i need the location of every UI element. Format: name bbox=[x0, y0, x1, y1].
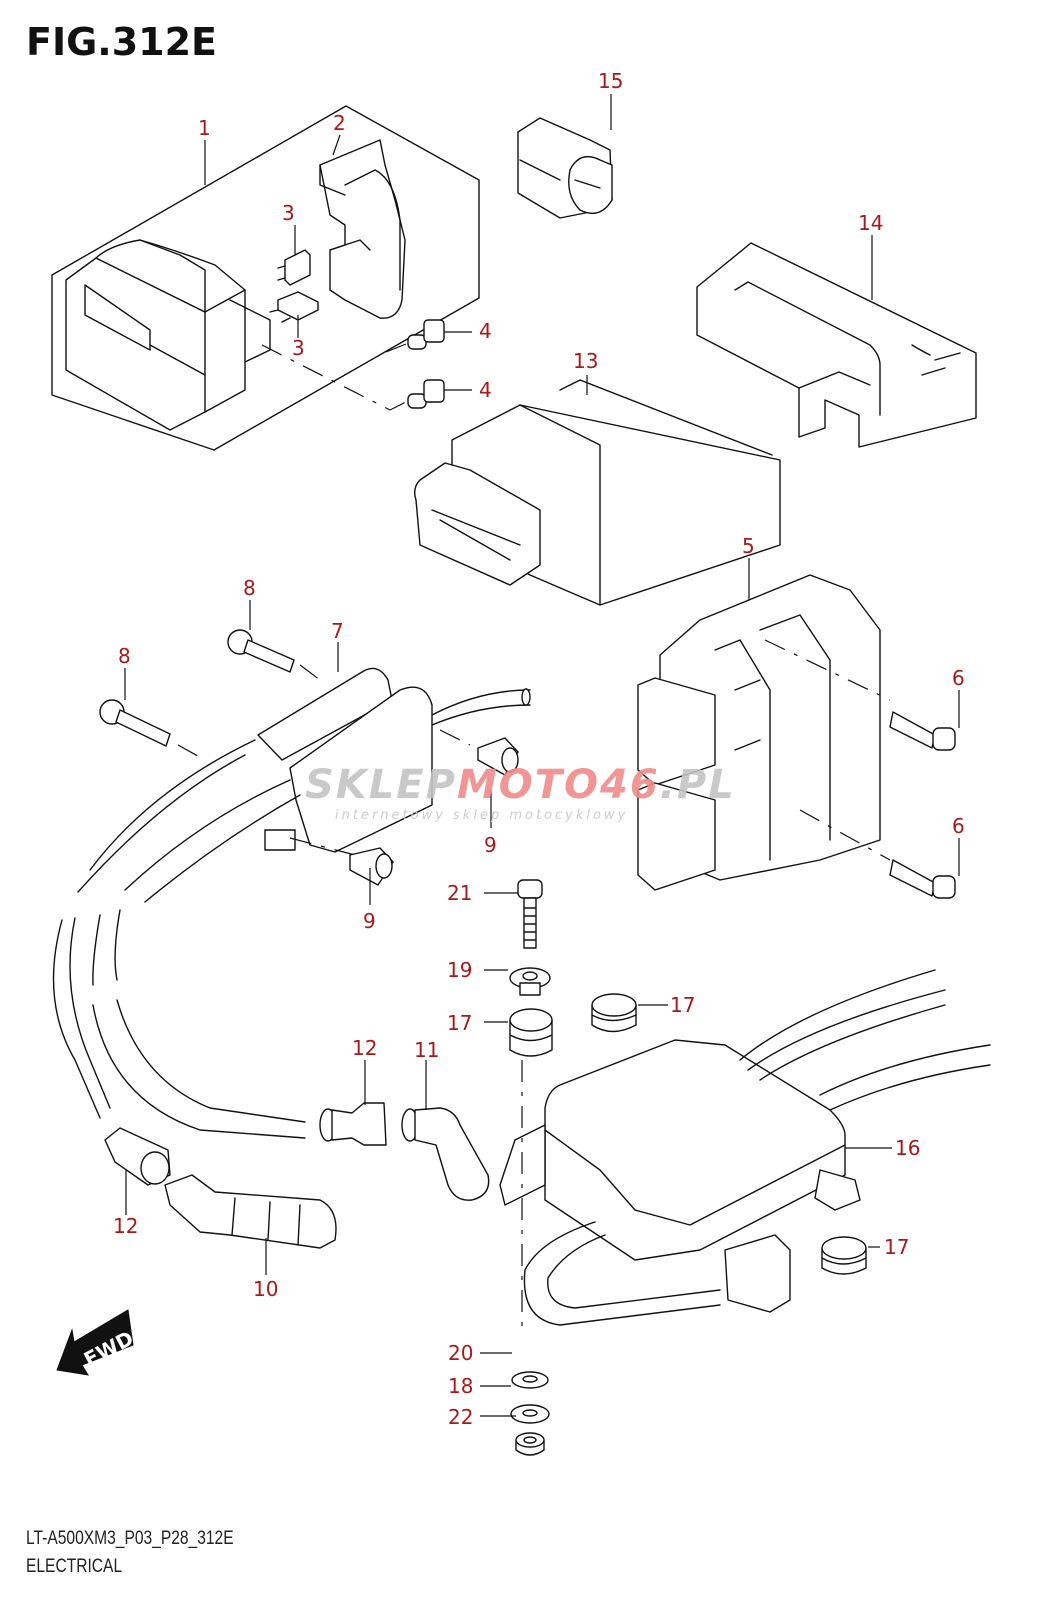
figure-code: LT-A500XM3_P03_P28_312E bbox=[26, 1528, 234, 1549]
part-8-bolt-left[interactable] bbox=[99, 699, 206, 761]
callout-4-upper: 4 bbox=[479, 319, 492, 343]
part-20-washer[interactable] bbox=[511, 1371, 549, 1389]
callout-17-lower: 17 bbox=[884, 1235, 909, 1259]
forward-arrow-icon bbox=[56, 1309, 134, 1376]
part-4-bolt-upper[interactable] bbox=[385, 319, 445, 353]
callout-5: 5 bbox=[742, 534, 755, 558]
watermark-brand-red: MOTO46 bbox=[457, 762, 660, 808]
callout-2: 2 bbox=[333, 111, 346, 135]
part-10-plug-cap[interactable] bbox=[164, 1174, 337, 1249]
part-22-nut[interactable] bbox=[515, 1432, 545, 1456]
callout-9-right: 9 bbox=[484, 833, 497, 857]
callout-15: 15 bbox=[598, 69, 623, 93]
callout-18: 18 bbox=[448, 1374, 473, 1398]
part-17-grommet-upper[interactable] bbox=[591, 993, 637, 1033]
callout-6-lower: 6 bbox=[952, 814, 965, 838]
part-16-control-unit[interactable] bbox=[499, 969, 991, 1330]
callout-3-lower: 3 bbox=[292, 336, 305, 360]
part-15-connector[interactable] bbox=[517, 117, 613, 219]
figure-title: FIG.312E bbox=[26, 20, 218, 64]
callout-14: 14 bbox=[858, 211, 883, 235]
callout-8-upper: 8 bbox=[243, 576, 256, 600]
part-6-bolt-lower[interactable] bbox=[889, 859, 956, 899]
callout-7: 7 bbox=[331, 619, 344, 643]
watermark-brand-suffix: .PL bbox=[660, 762, 736, 808]
part-9-sleeve-left[interactable] bbox=[349, 847, 394, 886]
part-2-relay-cover[interactable] bbox=[319, 139, 406, 319]
part-3-fuse-upper[interactable] bbox=[277, 249, 311, 286]
part-21-bolt[interactable] bbox=[517, 879, 543, 949]
part-1-relay-assembly[interactable] bbox=[51, 105, 480, 451]
callout-11: 11 bbox=[414, 1038, 439, 1062]
part-4-bolt-lower[interactable] bbox=[261, 344, 445, 411]
part-13-ecm[interactable] bbox=[413, 379, 781, 606]
part-6-bolt-upper[interactable] bbox=[889, 711, 956, 751]
callout-9-left: 9 bbox=[363, 909, 376, 933]
part-3-fuse-lower[interactable] bbox=[269, 291, 319, 323]
callout-12-right: 12 bbox=[352, 1036, 377, 1060]
part-18-washer[interactable] bbox=[510, 1404, 550, 1424]
watermark: SKLEPMOTO46.PL internetowy sklep motocyk… bbox=[305, 762, 736, 823]
callout-3-upper: 3 bbox=[282, 201, 295, 225]
callout-21: 21 bbox=[447, 881, 472, 905]
callout-6-upper: 6 bbox=[952, 666, 965, 690]
part-17-grommet-lower[interactable] bbox=[821, 1236, 867, 1275]
callout-20: 20 bbox=[448, 1341, 473, 1365]
callout-10: 10 bbox=[253, 1277, 278, 1301]
callout-19: 19 bbox=[447, 958, 472, 982]
leader-lines bbox=[124, 94, 960, 1417]
callout-12-left: 12 bbox=[113, 1214, 138, 1238]
part-12-cap-right[interactable] bbox=[319, 1102, 387, 1146]
callout-8-left: 8 bbox=[118, 644, 131, 668]
callout-13: 13 bbox=[573, 349, 598, 373]
part-9-sleeve-right[interactable] bbox=[439, 729, 519, 776]
part-19-collar[interactable] bbox=[509, 967, 551, 996]
callout-4-lower: 4 bbox=[479, 378, 492, 402]
part-11-plug-cap-elbow[interactable] bbox=[401, 1107, 490, 1201]
part-14-ecm-cover[interactable] bbox=[696, 242, 977, 448]
callout-1: 1 bbox=[198, 116, 211, 140]
callout-17-left: 17 bbox=[447, 1011, 472, 1035]
part-17-grommet-left[interactable] bbox=[509, 1008, 553, 1057]
part-12-cap-left[interactable] bbox=[104, 1127, 171, 1186]
fwd-direction-indicator: FWD bbox=[56, 1309, 137, 1376]
watermark-brand-gray: SKLEP bbox=[305, 762, 457, 808]
callout-22: 22 bbox=[448, 1405, 473, 1429]
part-7-ignition-coil[interactable] bbox=[257, 667, 531, 856]
high-tension-cord[interactable] bbox=[52, 739, 306, 1139]
callout-16: 16 bbox=[895, 1136, 920, 1160]
callout-17-upper: 17 bbox=[670, 993, 695, 1017]
callout-labels: 1 2 3 3 4 4 15 14 13 5 6 6 7 8 8 9 9 21 … bbox=[113, 69, 965, 1429]
part-5-regulator[interactable] bbox=[637, 574, 891, 891]
watermark-tagline: internetowy sklep motocyklowy bbox=[335, 808, 628, 823]
section-name: ELECTRICAL bbox=[26, 1556, 123, 1577]
part-8-bolt-upper[interactable] bbox=[227, 629, 321, 681]
svg-text:SKLEPMOTO46.PL: SKLEPMOTO46.PL bbox=[305, 762, 736, 808]
